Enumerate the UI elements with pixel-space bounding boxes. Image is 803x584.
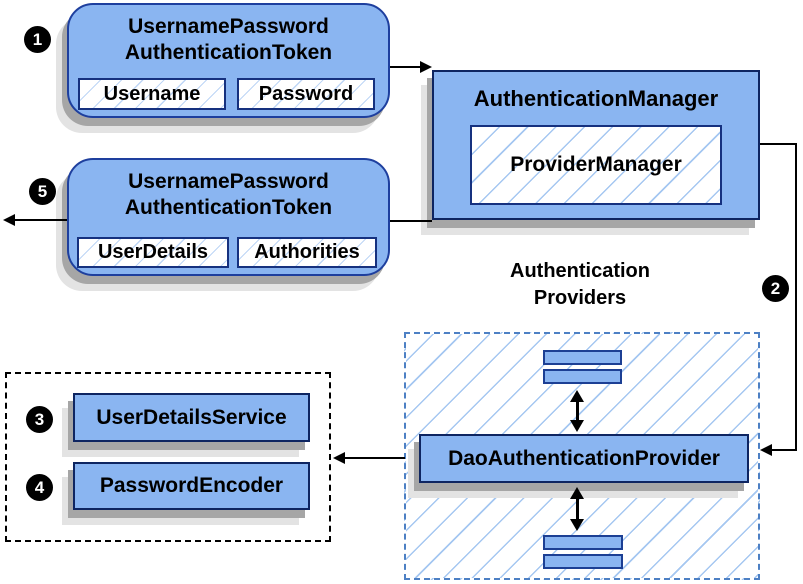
manager-to-provider-line-vertical	[795, 143, 797, 451]
username-field: Username	[78, 78, 226, 110]
double-arrow-top-shaft	[576, 400, 579, 424]
authentication-manager-box: AuthenticationManager ProviderManager	[432, 70, 760, 220]
authentication-providers-label: Authentication Providers	[455, 258, 705, 312]
step-5-badge: 5	[29, 178, 56, 205]
dao-authentication-provider-box: DaoAuthenticationProvider	[419, 434, 749, 483]
authentication-manager-title: AuthenticationManager	[473, 86, 719, 111]
step-5-number: 5	[37, 182, 48, 201]
request-token-title-line2: AuthenticationToken	[124, 41, 333, 64]
password-encoder-box: PasswordEncoder	[73, 462, 310, 510]
user-details-field-label: UserDetails	[97, 241, 209, 263]
response-token-title: UsernamePassword AuthenticationToken	[69, 160, 388, 221]
double-arrow-top-up-icon	[570, 390, 584, 402]
step-4-badge: 4	[26, 474, 53, 501]
dao-authentication-provider-label: DaoAuthenticationProvider	[448, 446, 720, 470]
step-1-badge: 1	[24, 26, 51, 53]
double-arrow-bottom-shaft	[576, 497, 579, 521]
token-to-manager-line	[390, 66, 422, 68]
double-arrow-bottom-down-icon	[570, 519, 584, 531]
step-1-number: 1	[32, 30, 43, 49]
manager-to-provider-line-top	[760, 143, 797, 145]
password-field: Password	[237, 78, 375, 110]
step-2-badge: 2	[762, 275, 789, 302]
manager-to-token-line	[390, 220, 432, 222]
user-details-field: UserDetails	[77, 237, 229, 268]
request-token-title-line1: UsernamePassword	[128, 15, 329, 38]
provider-list-bar	[543, 369, 622, 384]
response-token-title-line2: AuthenticationToken	[124, 196, 333, 219]
request-token-box: UsernamePassword AuthenticationToken Use…	[67, 3, 390, 118]
provider-list-bar	[543, 535, 623, 550]
password-field-label: Password	[258, 82, 354, 105]
authentication-providers-label-line2: Providers	[533, 287, 627, 309]
outgoing-flow-arrowhead-icon	[3, 214, 15, 226]
request-token-title: UsernamePassword AuthenticationToken	[69, 5, 388, 66]
step-3-number: 3	[34, 410, 45, 429]
double-arrow-bottom-up-icon	[570, 487, 584, 499]
user-details-service-box: UserDetailsService	[73, 393, 310, 442]
provider-list-bar	[543, 554, 623, 569]
manager-to-provider-arrowhead-icon	[760, 444, 772, 456]
response-token-box: UsernamePassword AuthenticationToken Use…	[67, 158, 390, 276]
double-arrow-top-down-icon	[570, 420, 584, 432]
step-3-badge: 3	[26, 406, 53, 433]
password-encoder-label: PasswordEncoder	[99, 474, 284, 497]
provider-manager-label: ProviderManager	[510, 153, 682, 176]
authorities-field-label: Authorities	[254, 241, 360, 263]
user-details-service-label: UserDetailsService	[96, 405, 287, 429]
step-4-number: 4	[34, 478, 45, 497]
services-group	[5, 372, 331, 542]
username-field-label: Username	[103, 82, 201, 105]
response-token-title-line1: UsernamePassword	[128, 170, 329, 193]
step-2-number: 2	[770, 279, 781, 298]
provider-manager-box: ProviderManager	[470, 125, 722, 205]
provider-to-services-line	[345, 457, 405, 459]
authentication-providers-label-line1: Authentication	[510, 260, 650, 282]
outgoing-flow-line	[13, 219, 67, 221]
manager-to-provider-line-bottom	[770, 449, 797, 451]
authorities-field: Authorities	[237, 237, 377, 268]
provider-list-bar	[543, 350, 622, 365]
token-to-manager-arrowhead-icon	[420, 61, 432, 73]
provider-to-services-arrowhead-icon	[333, 452, 345, 464]
